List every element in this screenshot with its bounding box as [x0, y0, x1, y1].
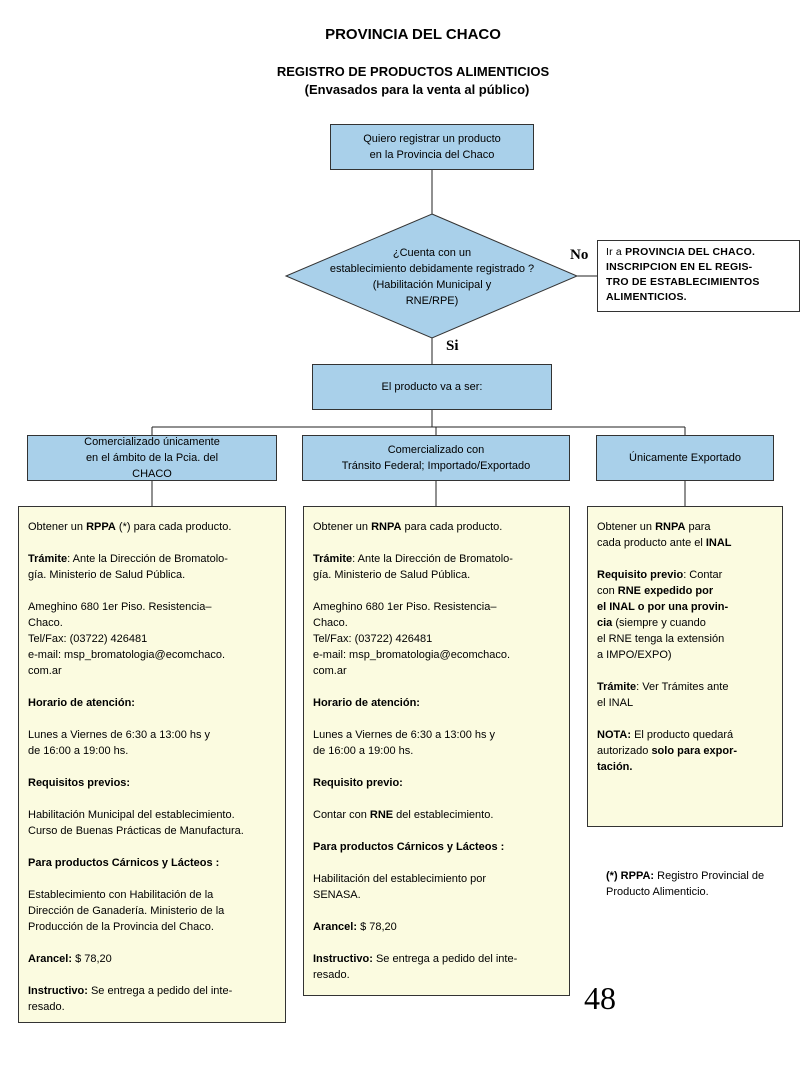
col1-arancel: Arancel: $ 78,20: [28, 953, 112, 965]
col3-tramite: Trámite: Ver Trámites ante el INAL: [597, 681, 729, 709]
col2-carnicos: Habilitación del establecimiento por SEN…: [313, 873, 487, 901]
col3-requisito: Requisito previo: Contar con RNE expedid…: [597, 569, 729, 661]
col2-requisito: Contar con RNE del establecimiento.: [313, 809, 494, 821]
col1-horario: Lunes a Viernes de 6:30 a 13:00 hs y de …: [28, 729, 211, 757]
info-box-federal: Obtener un RNPA para cada producto. Trám…: [303, 506, 570, 996]
branch-box-chaco: Comercializado únicamente en el ámbito d…: [27, 435, 277, 481]
start-box: Quiero registrar un producto en la Provi…: [330, 124, 534, 170]
col1-address: Ameghino 680 1er Piso. Resistencia– Chac…: [28, 601, 226, 677]
page-subtitle-note: (Envasados para la venta al público): [304, 82, 530, 97]
col1-carnicos-label: Para productos Cárnicos y Lácteos :: [28, 857, 220, 869]
start-box-text: Quiero registrar un producto en la Provi…: [363, 133, 501, 161]
col1-carnicos: Establecimiento con Habilitación de la D…: [28, 889, 225, 933]
col2-arancel: Arancel: $ 78,20: [313, 921, 397, 933]
col2-instructivo: Instructivo: Se entrega a pedido del int…: [313, 953, 518, 981]
col2-obtain: Obtener un RNPA para cada producto.: [313, 521, 503, 533]
col2-horario-label: Horario de atención:: [313, 697, 420, 709]
branch-box-chaco-text: Comercializado únicamente en el ámbito d…: [84, 436, 220, 480]
decision-diamond: [284, 213, 579, 339]
col3-obtain: Obtener un RNPA para cada producto ante …: [597, 521, 732, 549]
branch-box-export: Únicamente Exportado: [596, 435, 774, 481]
col2-carnicos-label: Para productos Cárnicos y Lácteos :: [313, 841, 505, 853]
col1-obtain: Obtener un RPPA (*) para cada producto.: [28, 521, 232, 533]
page-subtitle: REGISTRO DE PRODUCTOS ALIMENTICIOS: [276, 64, 550, 79]
branch-box-federal: Comercializado con Tránsito Federal; Imp…: [302, 435, 570, 481]
page-number: 48: [584, 980, 616, 1016]
col1-requisitos-label: Requisitos previos:: [28, 777, 131, 789]
col1-horario-label: Horario de atención:: [28, 697, 135, 709]
no-outcome-box: Ir a PROVINCIA DEL CHACO. INSCRIPCION EN…: [597, 240, 800, 312]
col3-nota: NOTA: El producto quedará autorizado sol…: [597, 729, 738, 773]
info-box-chaco: Obtener un RPPA (*) para cada producto. …: [18, 506, 286, 1023]
info-box-export: Obtener un RNPA para cada producto ante …: [587, 506, 783, 827]
product-box: El producto va a ser:: [312, 364, 552, 410]
col2-tramite: Trámite: Ante la Dirección de Bromatolo-…: [313, 553, 513, 581]
col2-requisito-label: Requisito previo:: [313, 777, 403, 789]
footnote-text: Registro Provincial de Producto Alimenti…: [606, 870, 765, 898]
col2-address: Ameghino 680 1er Piso. Resistencia– Chac…: [313, 601, 511, 677]
no-label: No: [570, 247, 589, 263]
branch-box-export-text: Únicamente Exportado: [629, 452, 741, 464]
page-title: PROVINCIA DEL CHACO: [325, 26, 501, 43]
col1-requisitos: Habilitación Municipal del establecimien…: [28, 809, 244, 837]
footnote-label: (*) RPPA:: [606, 870, 655, 882]
col1-instructivo: Instructivo: Se entrega a pedido del int…: [28, 985, 233, 1013]
col1-tramite: Trámite: Ante la Dirección de Bromatolo-…: [28, 553, 228, 581]
no-outcome-text: PROVINCIA DEL CHACO. INSCRIPCION EN EL R…: [606, 246, 760, 303]
no-outcome-prefix: Ir a: [606, 246, 626, 258]
product-box-text: El producto va a ser:: [381, 381, 483, 393]
decision-text: ¿Cuenta con un establecimiento debidamen…: [329, 247, 535, 307]
footnote: (*) RPPA: Registro Provincial de Product…: [606, 868, 796, 900]
col2-horario: Lunes a Viernes de 6:30 a 13:00 hs y de …: [313, 729, 496, 757]
yes-label: Si: [446, 338, 459, 354]
branch-box-federal-text: Comercializado con Tránsito Federal; Imp…: [341, 444, 531, 472]
